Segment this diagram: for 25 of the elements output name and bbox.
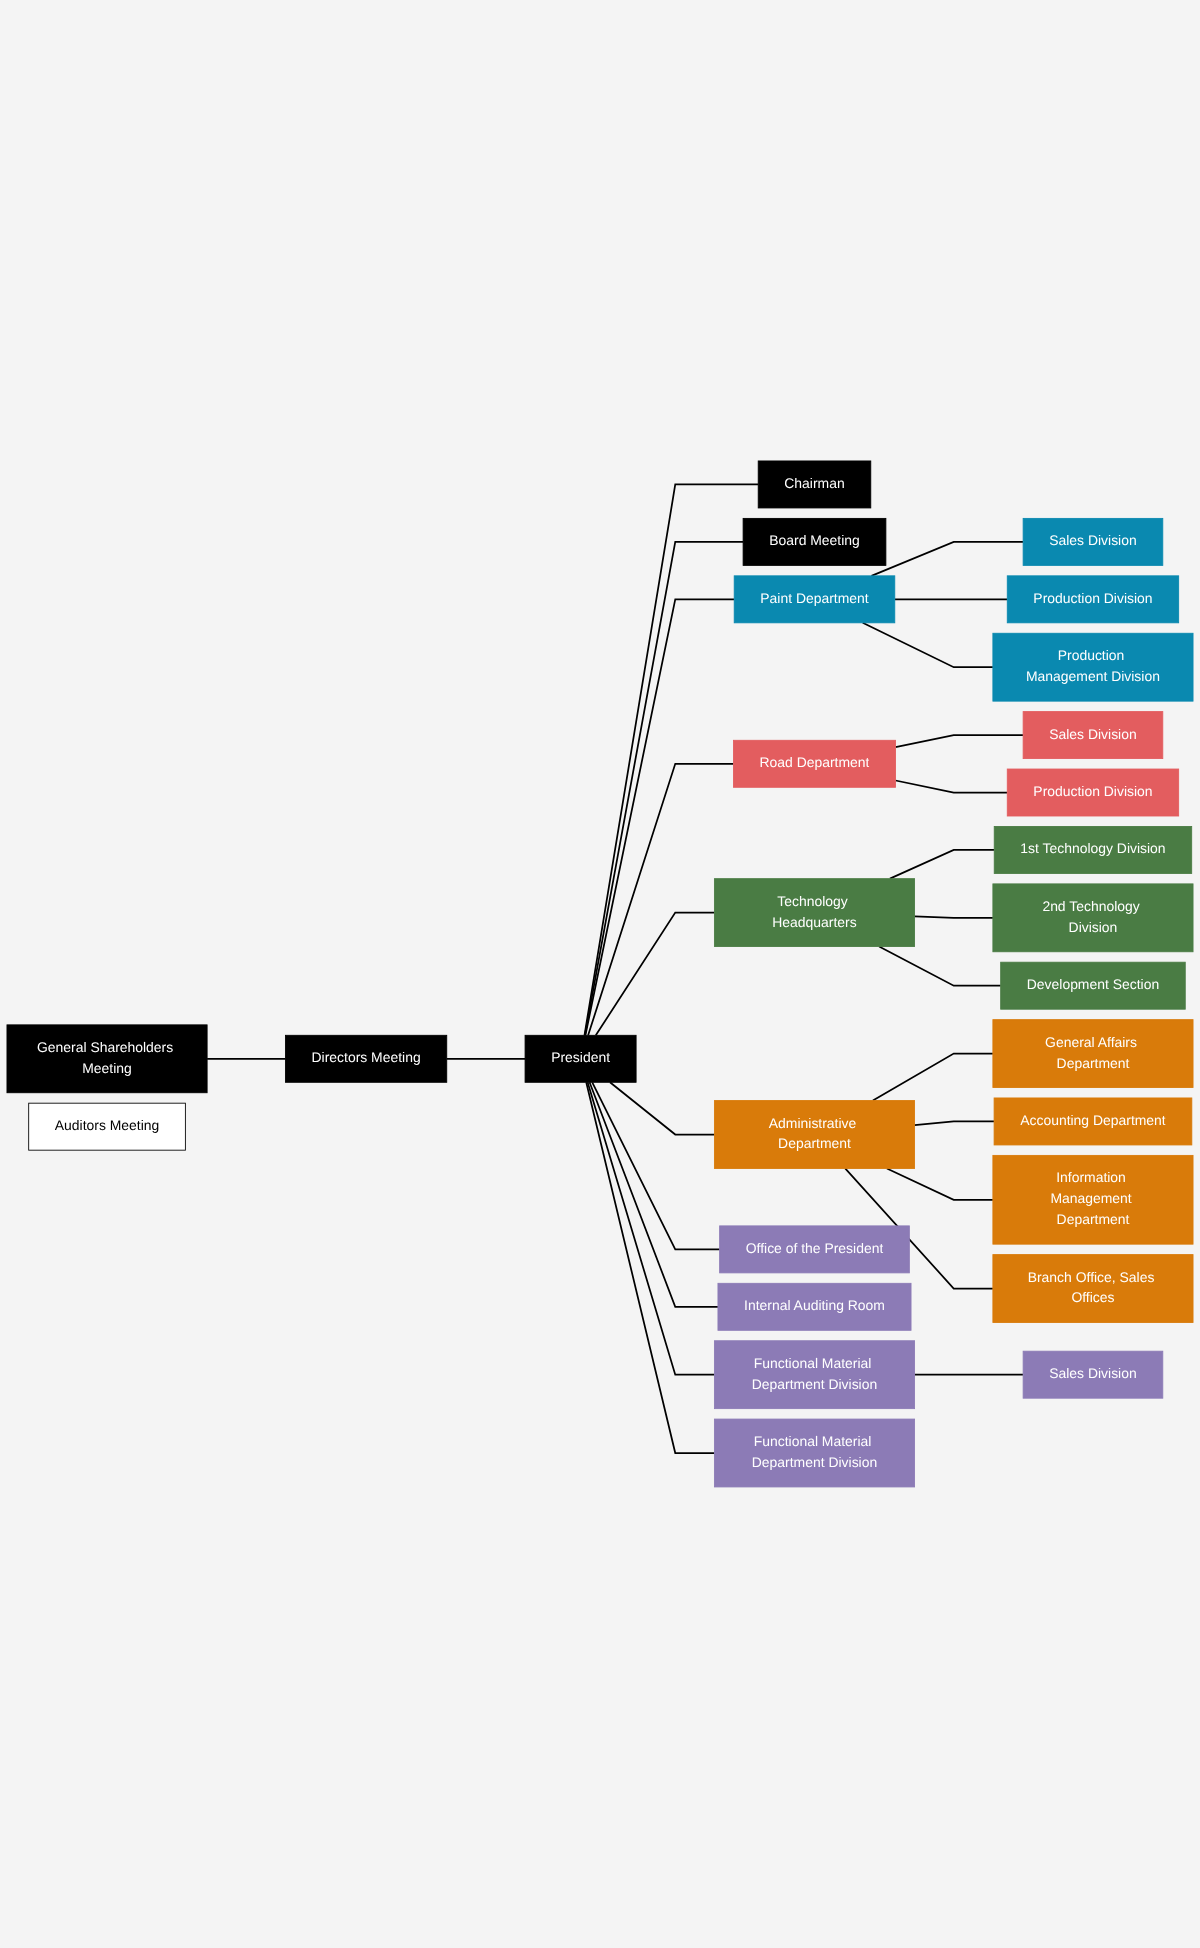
connector: [913, 915, 994, 919]
connector: [609, 1081, 716, 1136]
connector: [588, 1081, 719, 1308]
connector: [893, 598, 1009, 601]
connector: [886, 1167, 994, 1201]
connector: [870, 541, 1024, 577]
connector: [889, 849, 996, 880]
connector: [584, 541, 744, 1037]
connector: [584, 598, 736, 1037]
connector: [913, 1120, 995, 1127]
connector: [586, 1081, 716, 1376]
connector: [878, 945, 1002, 987]
connector: [585, 1081, 716, 1454]
connector: [844, 1167, 994, 1290]
connector: [206, 1057, 287, 1060]
connector: [445, 1057, 526, 1060]
connector: [894, 734, 1024, 748]
connector: [913, 1373, 1024, 1376]
connector: [583, 483, 760, 1037]
connector: [894, 779, 1009, 794]
connector: [872, 1052, 994, 1102]
connector: [594, 911, 716, 1037]
connector: [587, 762, 735, 1037]
connector: [861, 622, 994, 669]
connector: [591, 1081, 721, 1251]
